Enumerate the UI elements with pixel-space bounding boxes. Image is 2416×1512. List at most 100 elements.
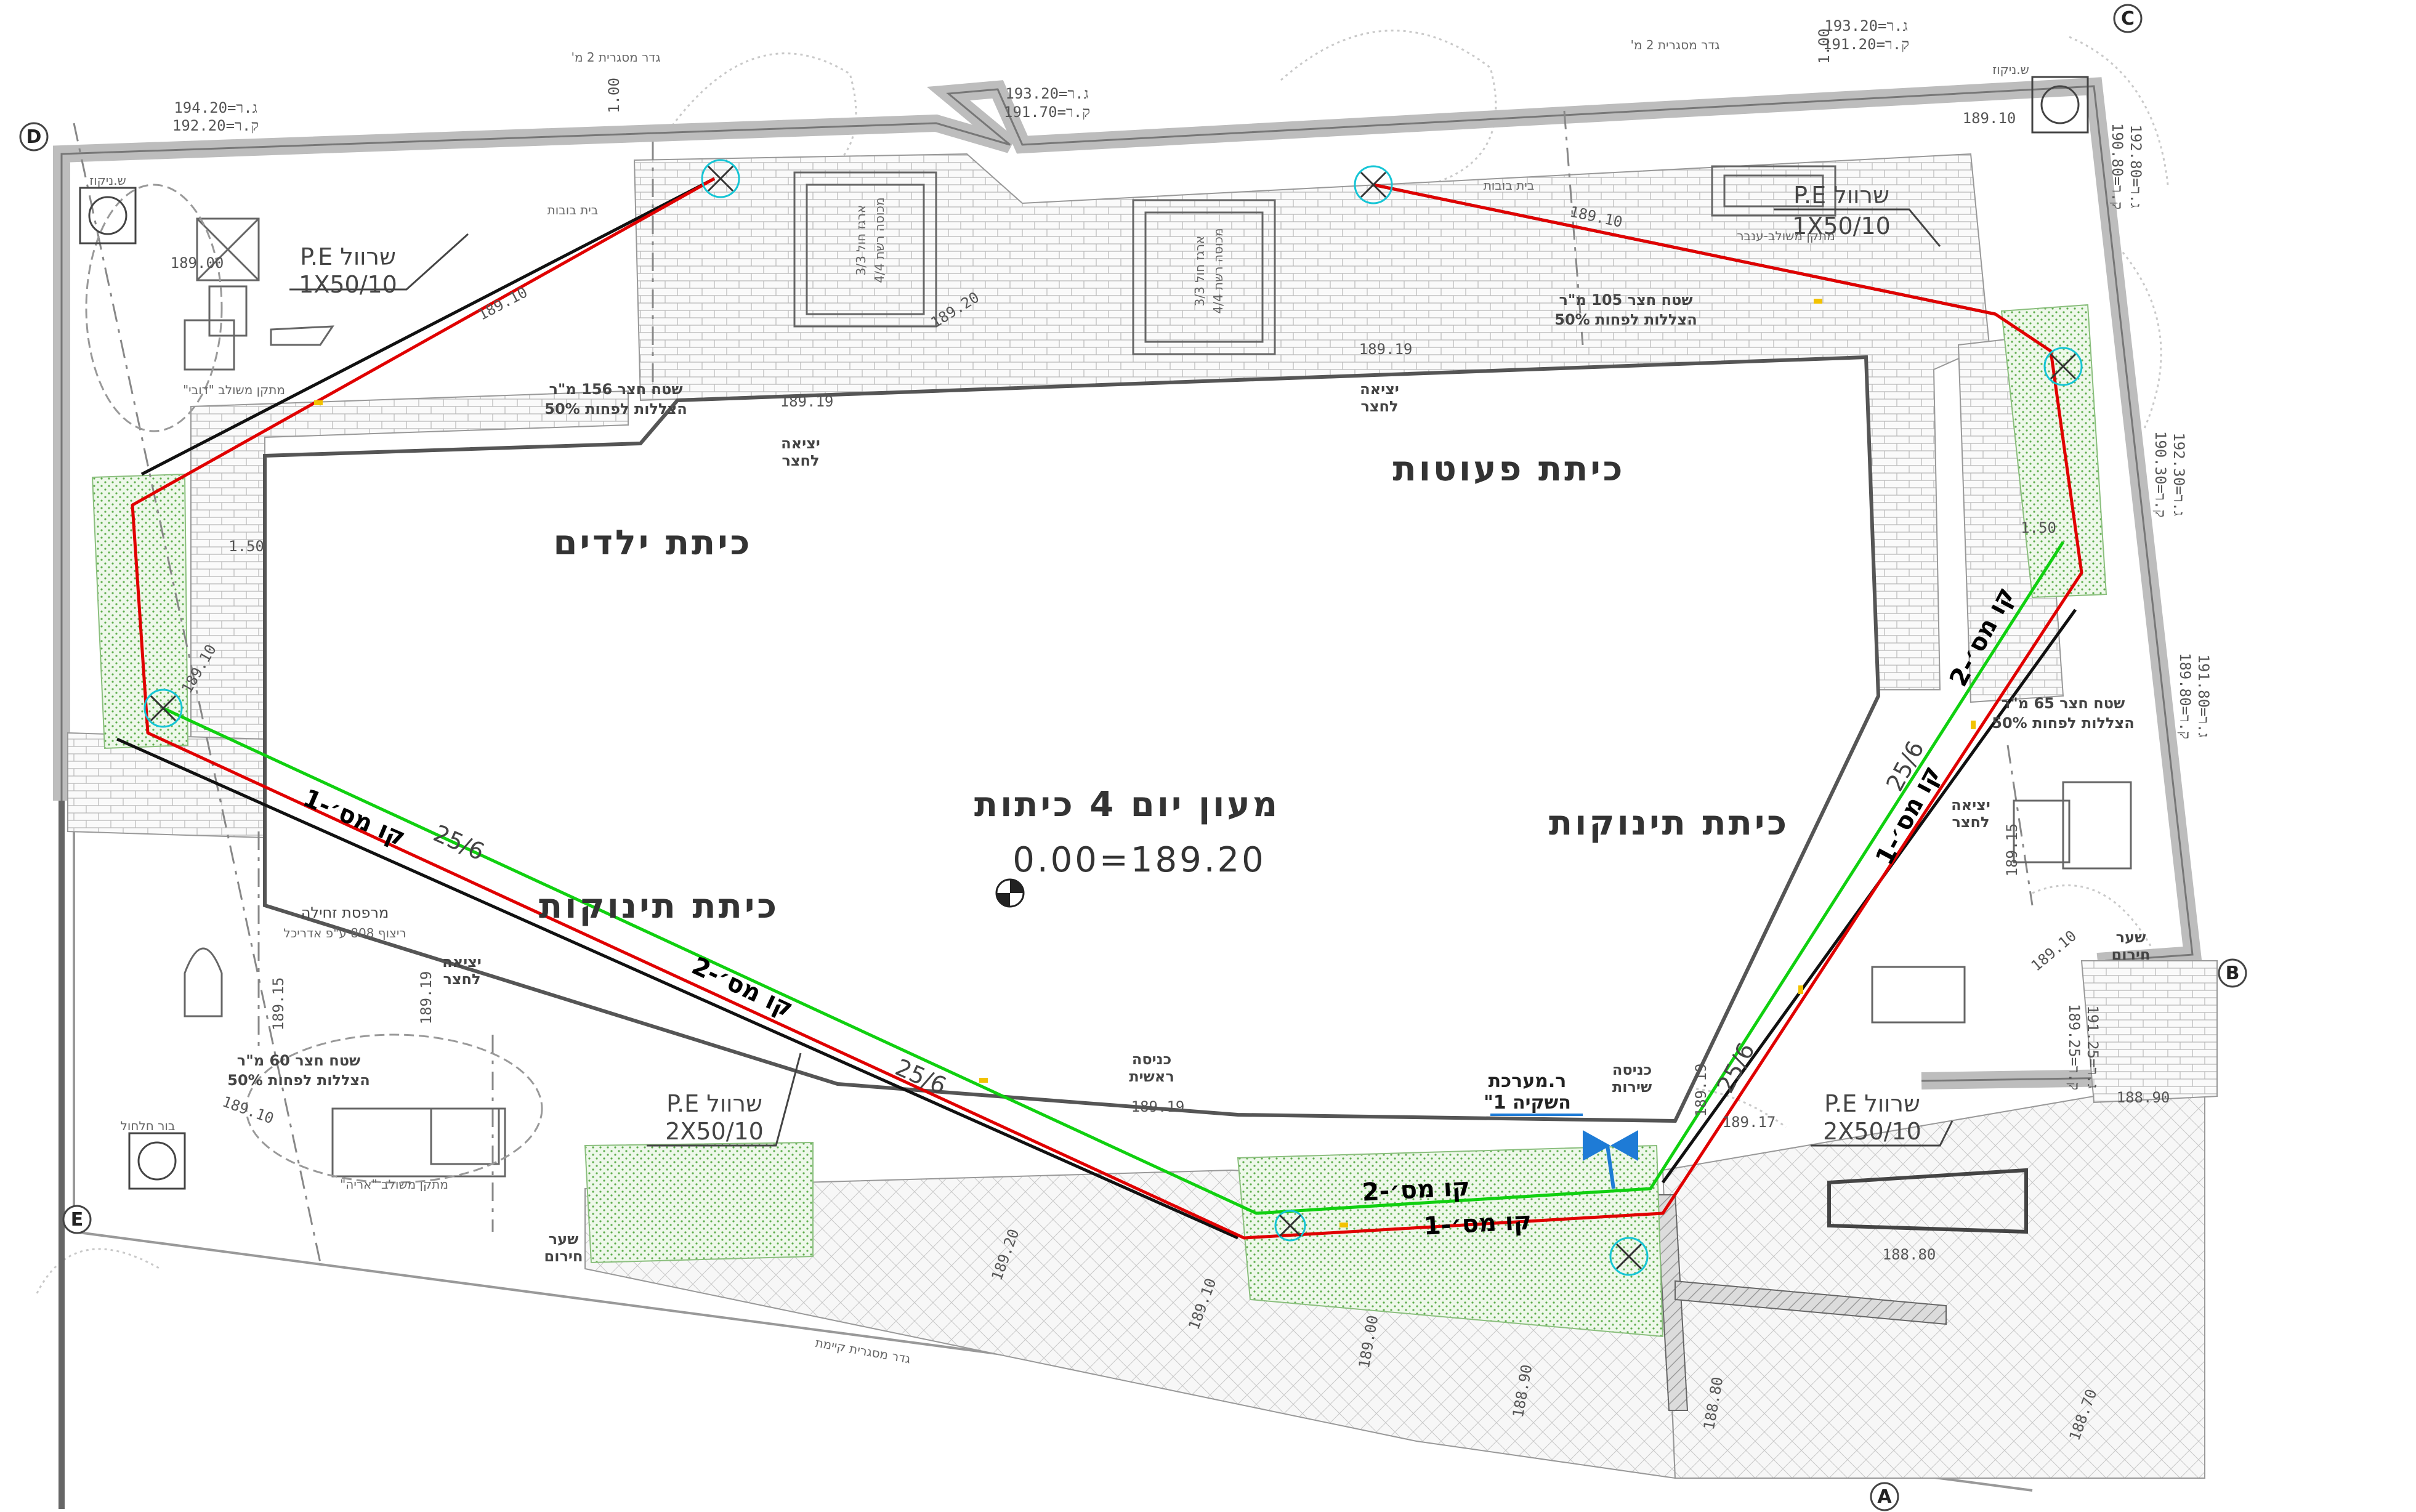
level-l20: 189.19 (1692, 1064, 1710, 1117)
wall-sections (1655, 1168, 2028, 1411)
main-entrance-b: ראשית (1129, 1068, 1174, 1085)
room-toddlers: כיתת פעוטות (1392, 449, 1625, 489)
sleeve1-size: 1X50/10 (299, 271, 397, 298)
irrigation-valve-icon (1583, 1130, 1638, 1161)
blue-branch (1606, 1145, 1615, 1189)
level-t10: ק.ר=190.30 (2152, 431, 2169, 517)
sleeve3-size: 2X50/10 (665, 1118, 764, 1145)
level-l10: 189.19 (418, 971, 435, 1025)
yard4-shade: הצללות לפחות 50% (227, 1072, 370, 1089)
yard2-area: שטח חצר 105 מ"ר (1559, 291, 1692, 309)
level-l6: 189.19 (1359, 341, 1413, 358)
grid-label-a: A (1877, 1486, 1892, 1508)
valve-nodes (143, 159, 2083, 1276)
sandbox-b: מכוסה רשת 4/4 (872, 197, 887, 283)
exit4-b: לחצר (443, 971, 480, 988)
exit2-b: לחצר (1360, 398, 1398, 415)
sleeve3-label: שרוול P.E (666, 1090, 762, 1117)
level-t6: ק.ר=191.20 (1823, 36, 1909, 53)
building-outline (263, 355, 1881, 1123)
dim-1: 1.50 (228, 538, 264, 555)
dolls-house-2: בית בובות (1484, 178, 1535, 193)
sleeve-leaders (289, 208, 1953, 1147)
irrigation-label1: ר.מערכת (1489, 1070, 1567, 1092)
grid-label-d: D (26, 126, 42, 148)
exit2-a: יציאה (1360, 381, 1399, 398)
sleeve4-label: שרוול P.E (1824, 1090, 1920, 1117)
level-t14: ק.ר=189.25 (2066, 1004, 2083, 1090)
room-children: כיתת ילדים (554, 523, 753, 563)
sandbox-a: ארגז חול 3/3 (854, 205, 868, 276)
inspection-3: בור חלחול (121, 1118, 176, 1133)
level-t5: ג.ר=193.20 (1824, 17, 1907, 34)
sandbox2-b: מכוסה רשת 4/4 (1211, 228, 1226, 313)
level-l7: 189.10 (1963, 110, 2016, 127)
exit1-a: יציאה (781, 435, 820, 452)
level-t3: ג.ר=193.20 (1005, 85, 1088, 102)
irrigation-lines (116, 177, 2083, 1240)
fence-top-left: גדר מסגרית 2 מ' (571, 50, 660, 65)
grid-label-c: C (2121, 8, 2135, 30)
sleeve4-size: 2X50/10 (1823, 1118, 1921, 1145)
gate-right-b: חירום (2112, 946, 2151, 963)
center-title: מעון יום 4 כיתות (974, 785, 1280, 825)
level-l23: 188.90 (2117, 1089, 2170, 1106)
level-t2: ק.ר=192.20 (172, 117, 259, 134)
level-l22: 189.10 (2028, 927, 2080, 974)
dim-4: 1.00 (1816, 28, 1833, 64)
level-l21: 189.15 (2003, 823, 2021, 877)
yard3-area: שטח חצר 65 מ"ר (2002, 695, 2125, 712)
level-l17: 188.80 (1883, 1246, 1936, 1263)
dolls-house-1: בית בובות (547, 203, 599, 217)
level-l3: 189.19 (780, 393, 834, 410)
red-pipe-line1 (131, 177, 2083, 1240)
level-t4: ק.ר=191.70 (1004, 103, 1090, 121)
service-entrance-a: כניסה (1612, 1061, 1652, 1078)
yard3-shade: הצללות לפחות 50% (1992, 714, 2134, 732)
inspection-2: ש.ניקוז (1992, 62, 2029, 77)
service-entrance-b: שירות (1612, 1078, 1652, 1096)
crawl-terrace: מרפסת זחילה (301, 904, 389, 921)
yard1-shade: הצללות לפחות 50% (544, 400, 687, 418)
play-equipment (85, 165, 2132, 1184)
main-entrance-a: כניסה (1132, 1051, 1171, 1068)
level-t13: ג.ר=191.25 (2084, 1005, 2101, 1088)
zero-level-marker (995, 878, 1025, 908)
black-pipe-left-top (140, 177, 716, 476)
inspection-1: ש.ניקוז (89, 173, 126, 188)
inspection-chambers (79, 76, 2089, 1190)
line1-label-bottom: קו מס׳-1 (1423, 1207, 1533, 1240)
room-babies-right: כיתת תינוקות (1549, 803, 1789, 843)
level-l1: 189.00 (171, 254, 224, 272)
sleeve1-label: שרוול P.E (300, 243, 396, 270)
line-markers (314, 299, 1976, 1227)
level-l19: 189.17 (1723, 1114, 1776, 1131)
grid-label-e: E (71, 1209, 84, 1231)
level-t11: ג.ר=191.80 (2195, 654, 2212, 737)
level-l9: 189.15 (270, 977, 287, 1031)
level-t12: ק.ר=189.80 (2176, 653, 2194, 739)
gate-left-a: שער (549, 1231, 579, 1248)
line2-label-bottom: קו מס׳-2 (1362, 1173, 1471, 1207)
level-t9: ג.ר=192.30 (2170, 432, 2188, 515)
sandbox2-a: ארגז חול 3/3 (1192, 236, 1207, 307)
irrigation-label2: השקיה 1" (1484, 1092, 1571, 1114)
dim-2: 1.50 (2021, 519, 2056, 536)
level-t7: ג.ר=192.80 (2127, 124, 2144, 208)
pipe-size-4: 25/6 (1711, 1038, 1760, 1098)
gate-right-a: שער (2116, 929, 2146, 946)
level-t8: ק.ר=190.80 (2109, 123, 2126, 209)
level-t1: ג.ר=194.20 (174, 99, 257, 116)
sleeve2-size: 1X50/10 (1792, 212, 1891, 240)
room-babies-left: כיתת תינוקות (539, 886, 779, 926)
exit3-b: לחצר (1952, 814, 1989, 831)
crawl-terrace-b: ריצוף 808 ע"פ אדריכל (283, 926, 406, 940)
exit1-b: לחצר (782, 452, 819, 469)
sleeve2-label: שרוול P.E (1793, 182, 1889, 209)
yard2-shade: הצללות לפחות 50% (1554, 311, 1697, 328)
green-pipe-line2 (162, 541, 2065, 1215)
combo-dog: מתקן משולב "דובי" (183, 382, 285, 397)
combo-lion: מתקן משולב "אריה" (340, 1177, 448, 1192)
exit4-a: יציאה (442, 953, 482, 971)
